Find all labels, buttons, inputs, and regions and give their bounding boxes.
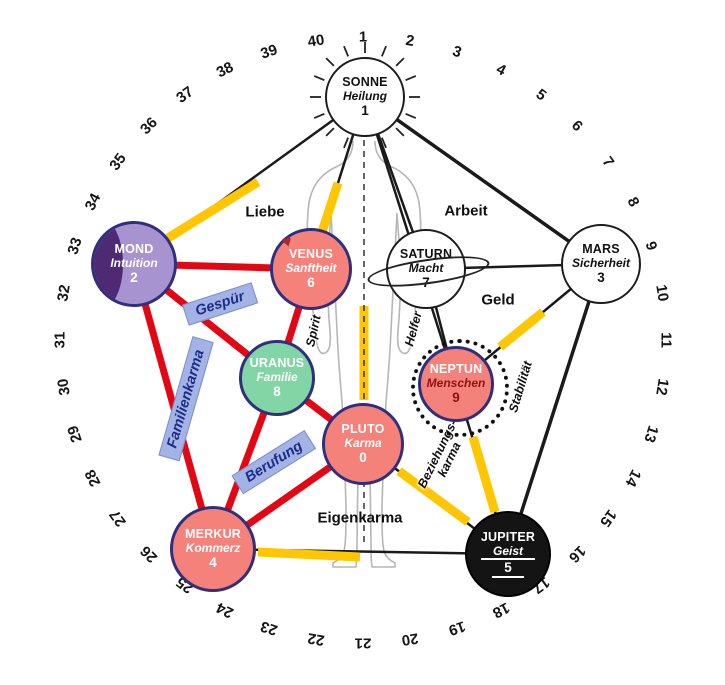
sun-ray-icon xyxy=(325,127,335,137)
sun-ray-icon xyxy=(325,57,335,67)
connection-saturn-mars-black xyxy=(425,262,602,271)
connection-sonne-mond-yellow xyxy=(165,178,261,242)
connection-mond-venus-red xyxy=(133,260,312,273)
connection-saturn-neptun-black xyxy=(424,268,458,385)
sun-ray-icon xyxy=(395,127,405,137)
connection-mars-jupiter-black xyxy=(506,263,603,555)
sun-rays-icon xyxy=(310,42,420,149)
sun-ray-icon xyxy=(313,113,325,119)
connection-sonne-mars-black xyxy=(363,95,603,266)
connection-mond-uranus-red xyxy=(131,261,280,381)
sun-ray-icon xyxy=(381,137,387,149)
sun-ray-icon xyxy=(343,45,349,57)
sun-ray-icon xyxy=(405,113,417,119)
connection-venus-uranus-red xyxy=(273,267,315,380)
sun-ray-icon xyxy=(405,75,417,81)
connection-mars-neptun-yellow xyxy=(497,308,546,351)
sun-ray-icon xyxy=(395,57,405,67)
connection-uranus-pluto-red xyxy=(274,375,366,447)
connection-lines xyxy=(130,95,603,562)
sun-ray-icon xyxy=(381,45,387,57)
connection-mond-merkur-red xyxy=(130,263,217,550)
connection-pluto-jupiter-yellow xyxy=(396,467,471,526)
connection-sonne-venus-yellow xyxy=(312,181,343,249)
connection-merkur-jupiter-yellow xyxy=(257,547,361,562)
connection-sonne-neptun-black xyxy=(363,96,458,385)
connection-neptun-jupiter-yellow xyxy=(468,435,500,514)
sun-ray-icon xyxy=(343,137,349,149)
sun-ray-icon xyxy=(313,75,325,81)
connection-merkur-jupiter-black xyxy=(212,547,509,556)
